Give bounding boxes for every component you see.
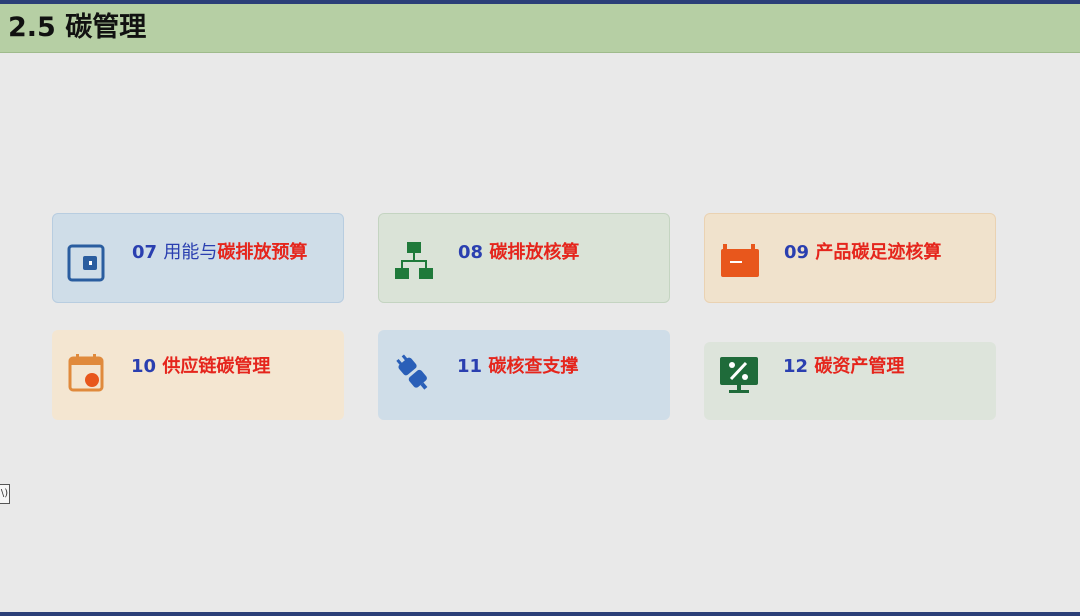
module-card-07[interactable]: 07 用能与碳排放预算 <box>52 213 344 303</box>
module-card-12[interactable]: 12 碳资产管理 <box>704 342 996 420</box>
footprint-board-icon <box>719 240 761 282</box>
connector-plug-icon <box>392 352 434 394</box>
module-label-09: 09 产品碳足迹核算 <box>784 242 942 263</box>
module-card-08[interactable]: 08 碳排放核算 <box>378 213 670 303</box>
page-header: 2.5 碳管理 <box>0 4 1080 53</box>
module-label-10: 10 供应链碳管理 <box>131 356 271 377</box>
side-tab[interactable]: \) <box>0 484 10 504</box>
module-label-12: 12 碳资产管理 <box>783 356 905 377</box>
top-border <box>0 0 1080 4</box>
calculator-icon <box>67 240 109 282</box>
org-chart-icon <box>393 240 435 282</box>
percent-monitor-icon <box>718 354 760 396</box>
bottom-border <box>0 612 1080 616</box>
module-card-09[interactable]: 09 产品碳足迹核算 <box>704 213 996 303</box>
module-label-11: 11 碳核查支撑 <box>457 356 579 377</box>
page-title: 2.5 碳管理 <box>8 12 147 43</box>
module-card-10[interactable]: 10 供应链碳管理 <box>52 330 344 420</box>
module-label-08: 08 碳排放核算 <box>458 242 580 263</box>
module-label-07: 07 用能与碳排放预算 <box>132 242 308 263</box>
supply-chain-calendar-icon <box>66 352 108 394</box>
module-card-11[interactable]: 11 碳核查支撑 <box>378 330 670 420</box>
